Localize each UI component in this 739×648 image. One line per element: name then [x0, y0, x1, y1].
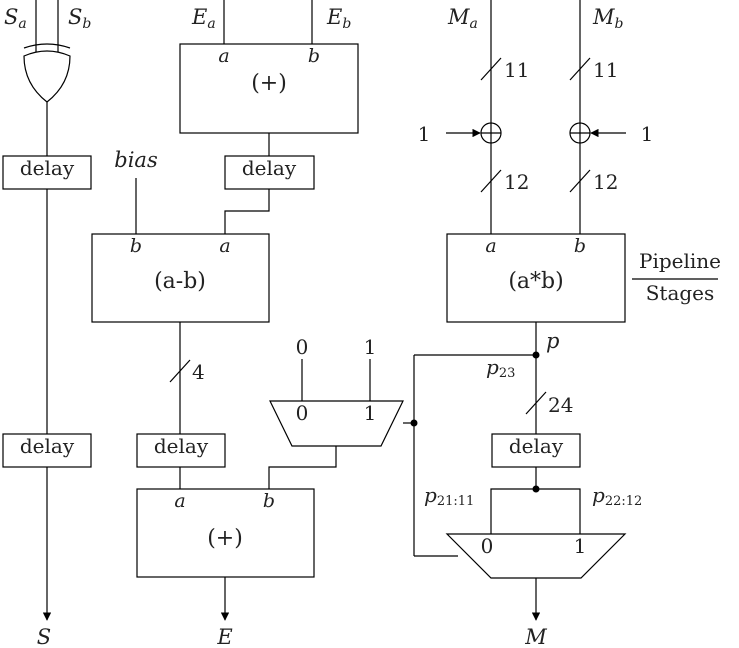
wire-split: [490, 488, 581, 534]
bus-width-4: 4: [192, 360, 205, 384]
exponent-final-adder: [136, 488, 315, 578]
sign-delay-1-label: delay: [20, 156, 75, 180]
pipeline-stages-label-2: Stages: [646, 281, 715, 305]
wire-delay-to-sub: [224, 189, 270, 234]
bus-width-24: 24: [548, 393, 573, 417]
bus-slash-4: [169, 359, 191, 383]
subtractor-port-a: a: [219, 235, 230, 257]
mantissa-mux-in-1: 1: [574, 534, 587, 558]
mux-top-const-0: 0: [296, 335, 309, 359]
input-sb-label: Sb: [68, 5, 91, 32]
output-s-label: S: [37, 625, 51, 648]
input-mb-label: Mb: [592, 5, 624, 32]
bus-width-11-b: 11: [593, 58, 618, 82]
bus-width-12-a: 12: [504, 170, 529, 194]
xor-input-curve: [23, 43, 71, 49]
exponent-mux-in-1: 1: [364, 401, 377, 425]
sign-delay-1: [2, 155, 92, 190]
exponent-adder-port-b: b: [308, 45, 320, 67]
exponent-adder-label: (+): [251, 71, 287, 96]
multiplier-label: (a*b): [508, 269, 563, 294]
output-e-label: E: [216, 625, 232, 648]
wire-mux-to-adder: [268, 446, 337, 489]
mux-top-const-1: 1: [364, 335, 377, 359]
exponent-delay-2-label: delay: [154, 434, 209, 458]
exponent-mux-in-0: 0: [296, 401, 309, 425]
final-adder-label: (+): [207, 526, 243, 551]
subtractor-label: (a-b): [154, 269, 206, 294]
bus-slash-12-a: [480, 169, 502, 193]
subtractor-port-b: b: [130, 235, 142, 257]
bus-slash-24: [525, 391, 547, 415]
mantissa-mux-in-0: 0: [481, 534, 494, 558]
exponent-delay-1-label: delay: [242, 156, 297, 180]
bus-slash-12-b: [569, 169, 591, 193]
exponent-adder-port-a: a: [218, 45, 229, 67]
input-sa-label: Sa: [4, 5, 27, 32]
mantissa-mux: [445, 533, 627, 579]
p21-11-label: p21:11: [424, 483, 474, 509]
product-p-label: p: [546, 329, 559, 353]
input-ma-label: Ma: [447, 5, 478, 32]
hidden-bit-one-a: 1: [418, 122, 431, 146]
final-adder-port-a: a: [174, 490, 185, 512]
bus-slash-11-a: [480, 57, 502, 81]
pipeline-stages-label-1: Pipeline: [639, 249, 721, 273]
input-ea-label: Ea: [191, 5, 216, 32]
xor-gate: [23, 50, 71, 103]
product-p23-label: p23: [486, 355, 515, 381]
exponent-adder: [179, 43, 359, 134]
bus-width-12-b: 12: [593, 170, 618, 194]
mantissa-delay-label: delay: [509, 434, 564, 458]
hidden-bit-one-b: 1: [641, 122, 654, 146]
exponent-mux: [269, 400, 404, 447]
multiplier-port-b: b: [574, 235, 586, 257]
p22-12-label: p22:12: [592, 483, 642, 509]
input-eb-label: Eb: [326, 5, 351, 32]
mantissa-multiplier: [446, 233, 626, 323]
exponent-delay-1: [224, 155, 315, 190]
bias-label: bias: [114, 148, 158, 172]
exponent-delay-2: [136, 433, 226, 468]
final-adder-port-b: b: [263, 490, 275, 512]
output-m-label: M: [524, 625, 547, 648]
multiplier-port-a: a: [485, 235, 496, 257]
bus-slash-11-b: [569, 57, 591, 81]
sign-delay-2-label: delay: [20, 434, 75, 458]
bus-width-11-a: 11: [504, 58, 529, 82]
